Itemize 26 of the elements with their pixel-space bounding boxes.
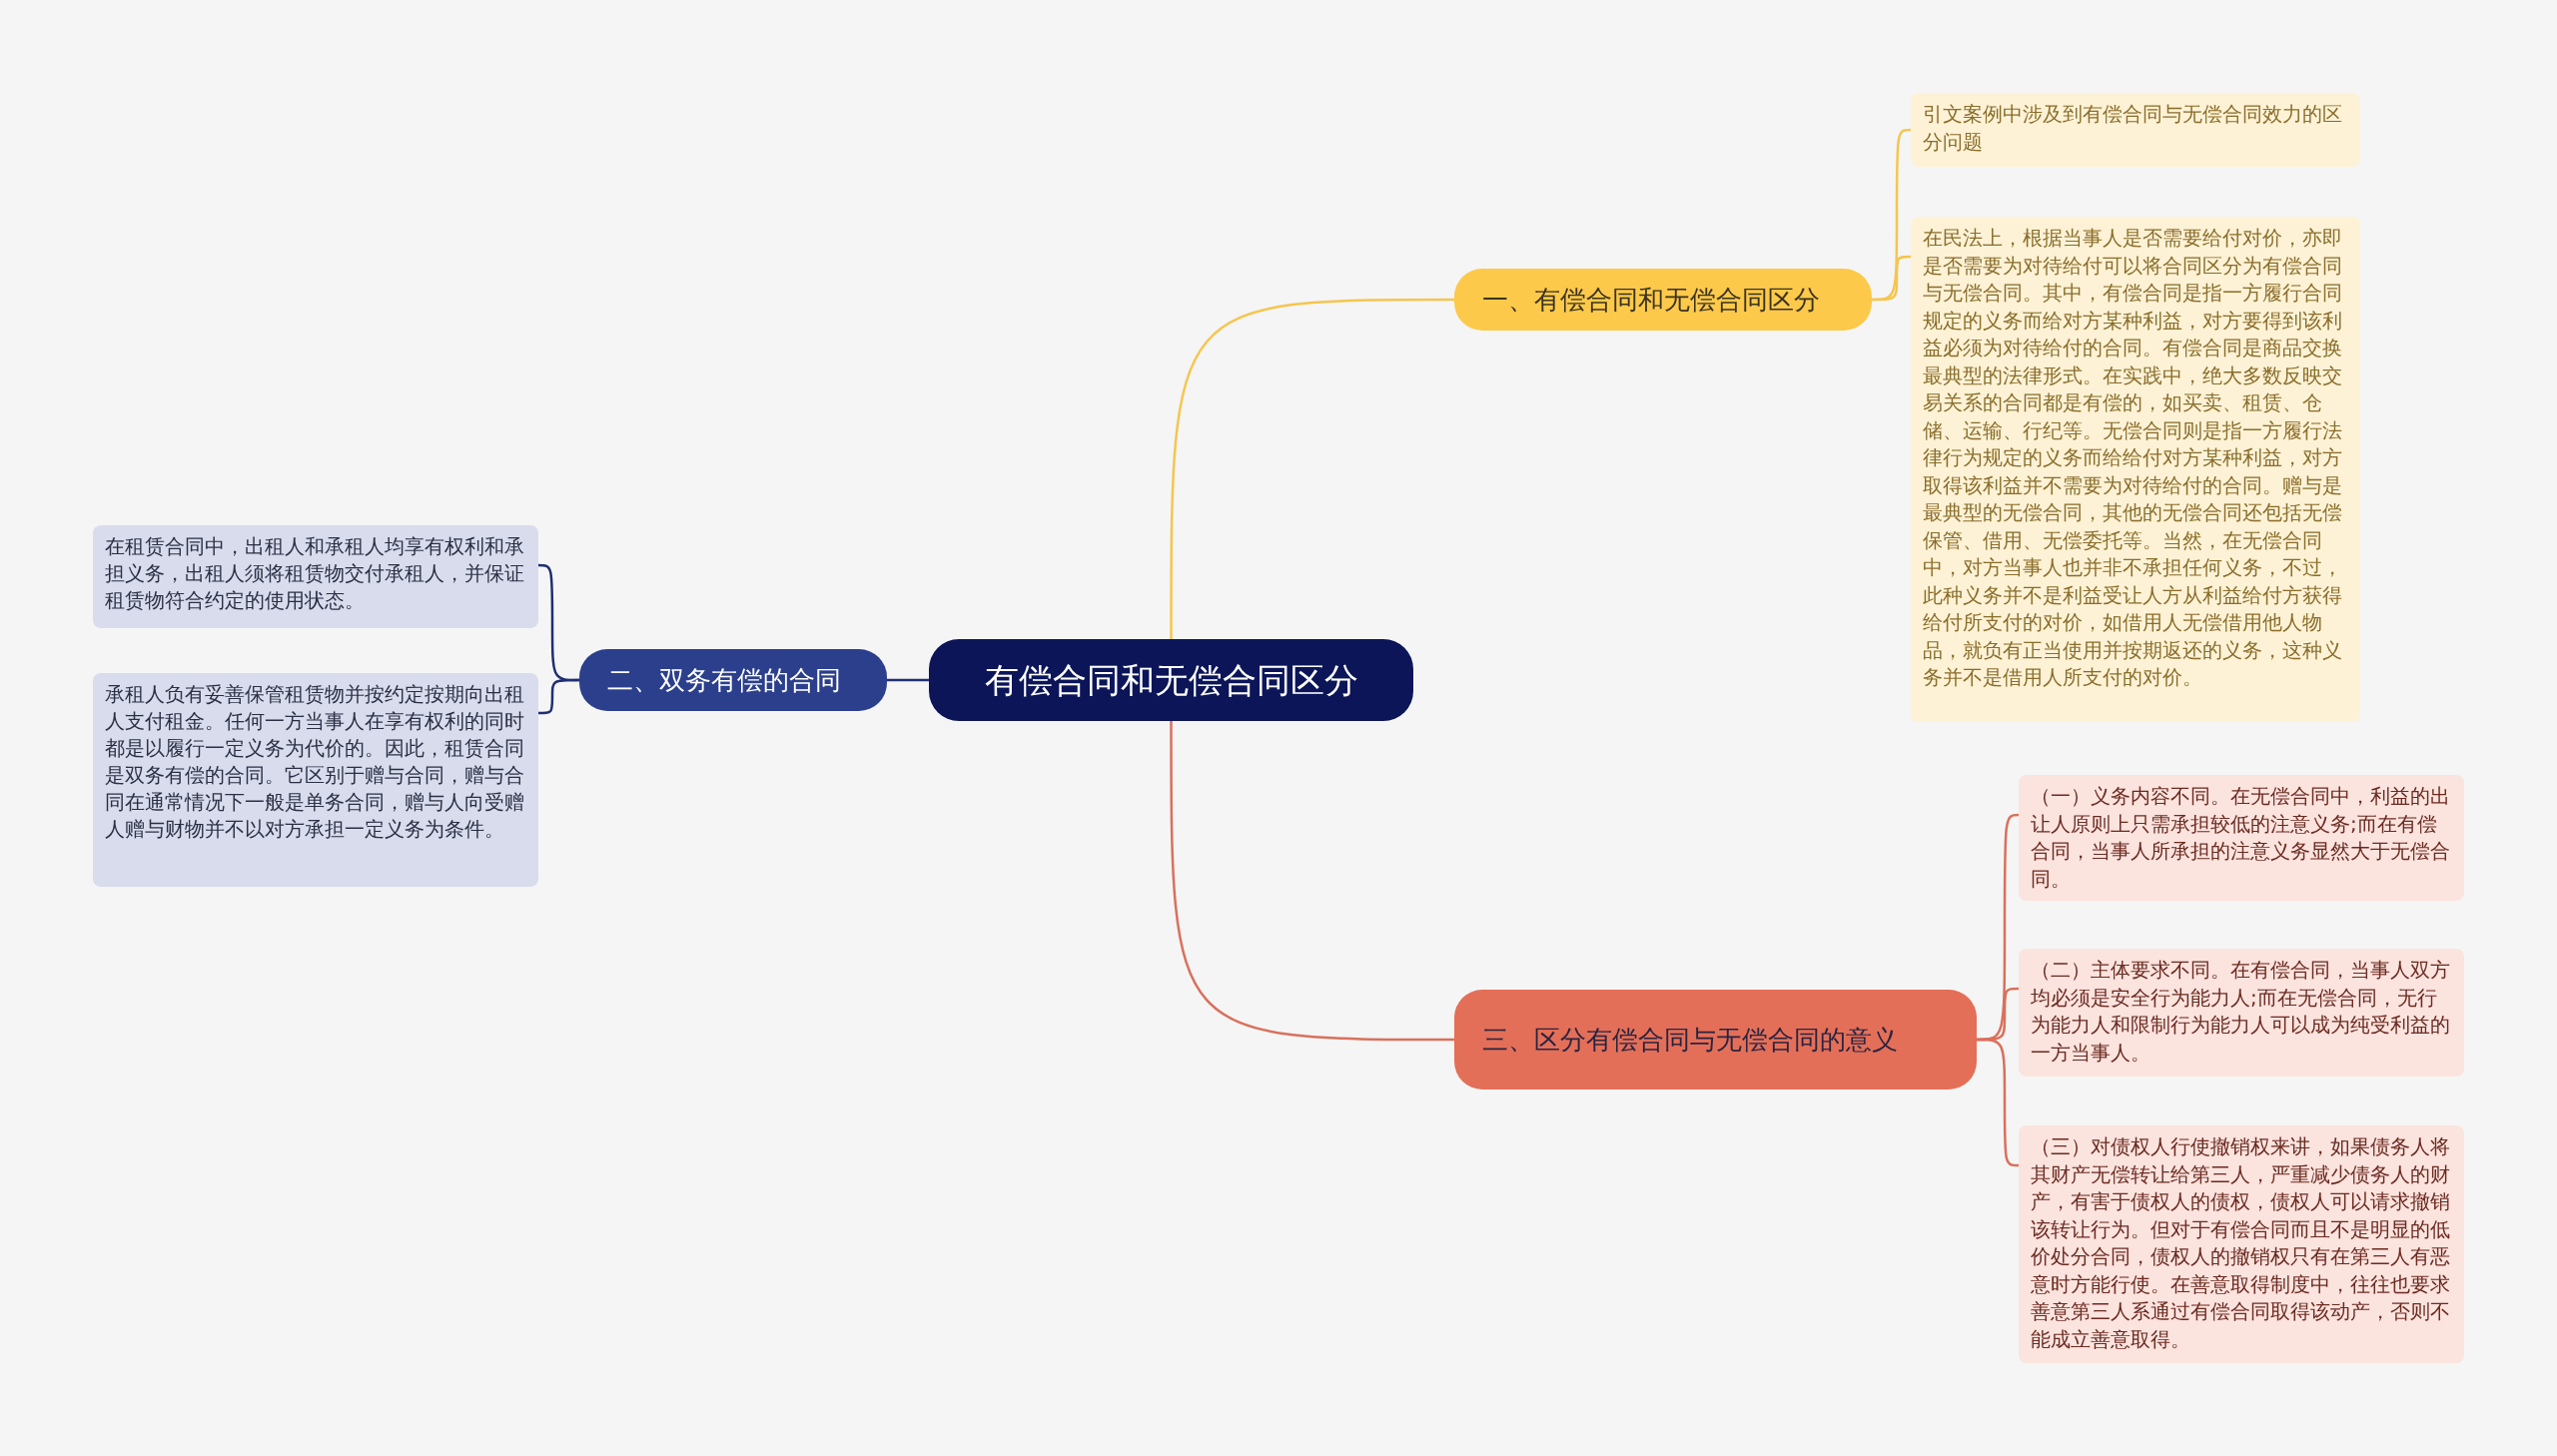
topic-text: 三、区分有偿合同与无偿合同的意义 <box>1482 1024 1898 1057</box>
topic-text: 承租人负有妥善保管租赁物并按约定按期向出租人支付租金。任何一方当事人在享有权利的同时都是以履行一定义务为代价的。因此，租赁合同是双务有偿的合同。它区别于赠与合同，赠与合同在通常情况下一般是单务合同，赠与人向受赠人赠与财物并不以对方承担一定义务为条件。 <box>105 681 525 843</box>
topic-text: （一）义务内容不同。在无偿合同中，利益的出让人原则上只需承担较低的注意义务;而在有偿合同，当事人所承担的注意义务显然大于无偿合同。 <box>2031 783 2451 893</box>
connector-line <box>538 678 579 715</box>
topic-text: （三）对债权人行使撤销权来讲，如果债务人将其财产无偿转让给第三人，严重减少债务人的财产，有害于债权人的债权，债权人可以请求撤销该转让行为。但对于有偿合同而且不是明显的低价处分合同，债权人的撤销权只有在第三人有恶意时方能行使。在善意取得制度中，往往也要求善意第三人系通过有偿合同取得该动产，否则不能成立善意取得。 <box>2031 1133 2451 1353</box>
note-card <box>2019 775 2464 901</box>
note-card <box>93 673 538 887</box>
note-card <box>93 525 538 628</box>
topic-text: 有偿合同和无偿合同区分 <box>984 658 1358 702</box>
note-card <box>2019 949 2464 1077</box>
branch-topic <box>1454 990 1977 1090</box>
branch-topic <box>579 649 887 711</box>
topic-text: 一、有偿合同和无偿合同区分 <box>1482 283 1820 317</box>
branch-topic <box>1454 269 1872 331</box>
connector-line <box>1977 1038 2019 1167</box>
connector-line <box>887 678 929 682</box>
topic-text: 在租赁合同中，出租人和承租人均享有权利和承担义务，出租人须将租赁物交付承租人，并保证租赁物符合约定的使用状态。 <box>105 533 525 614</box>
topic-text: （二）主体要求不同。在有偿合同，当事人双方均必须是安全行为能力人;而在无偿合同，无行为能力人和限制行为能力人可以成为纯受利益的一方当事人。 <box>2031 957 2451 1067</box>
topic-text: 二、双务有偿的合同 <box>607 663 841 697</box>
connector-line <box>1872 255 1911 302</box>
topic-text: 引文案例中涉及到有偿合同与无偿合同效力的区分问题 <box>1923 101 2343 156</box>
central-topic <box>929 639 1413 721</box>
note-card <box>1911 93 2360 167</box>
connector-line <box>1170 721 1454 1042</box>
connector-line <box>1170 298 1454 639</box>
topic-text: 在民法上，根据当事人是否需要给付对价，亦即是否需要为对待给付可以将合同区分为有偿合同与无偿合同。其中，有偿合同是指一方履行合同规定的义务而给对方某种利益，对方要得到该利益必须为对待给付的合同。有偿合同是商品交换最典型的法律形式。在实践中，绝大多数反映交易关系的合同都是有偿的，如买卖、租赁、仓储、运输、行纪等。无偿合同则是指一方履行法律行为规定的义务而给给付对方某种利益，对方取得该利益并不需要为对待给付的合同。赠与是最典型的无偿合同，其他的无偿合同还包括无偿保管、借用、无偿委托等。当然，在无偿合同中，对方当事人也并非不承担任何义务，不过，此种义务并不是利益受让人方从利益给付方获得给付所支付的对价，如借用人无偿借用他人物品，就负有正当使用并按期返还的义务，这种义务并不是借用人所支付的对价。 <box>1923 225 2343 691</box>
